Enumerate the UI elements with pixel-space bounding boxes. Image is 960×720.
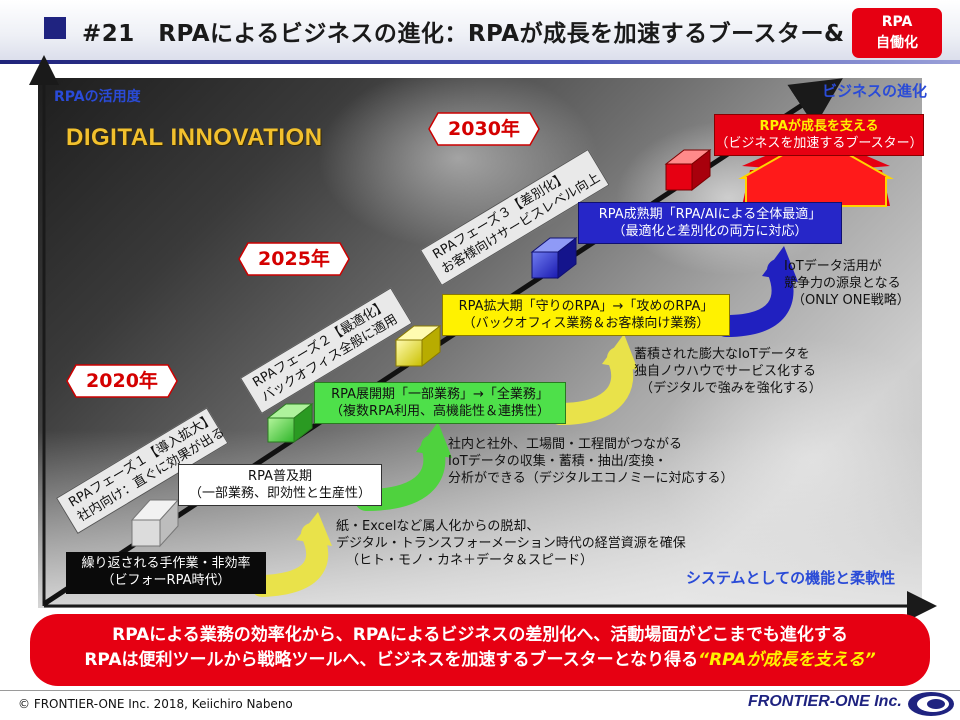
- note-digital-transformation: 紙・Excelなど属人化からの脱却、 デジタル・トランスフォーメーション時代の経…: [336, 518, 686, 569]
- digital-innovation-headline: DIGITAL INNOVATION: [66, 124, 323, 151]
- step-cube-green: [266, 402, 314, 444]
- stage-2-line-1: RPA展開期「一部業務」→「全業務」: [331, 387, 549, 402]
- frontier-one-logo-icon: [908, 692, 954, 716]
- note-3-line-1: IoTデータ活用が: [784, 259, 882, 274]
- header-rule: [0, 60, 960, 64]
- curve-arrow-blue-head: [762, 246, 798, 282]
- note-0-line-3: （ヒト・モノ・カネ＋データ＆スピード）: [346, 553, 594, 568]
- note-iot-connectivity: 社内と社外、工場間・工程間がつながる IoTデータの収集・蓄積・抽出/変換・ 分…: [448, 436, 733, 487]
- year-tag-2025: 2025年: [238, 242, 350, 276]
- curve-arrow-blue: [715, 259, 794, 337]
- curve-arrow-yellow-2: [549, 347, 634, 425]
- stage-rpa-adoption: RPA普及期 （一部業務、即効性と生産性）: [178, 464, 382, 506]
- stage-0-line-1: 繰り返される手作業・非効率: [81, 556, 251, 571]
- stage-rpa-maturity: RPA成熟期「RPA/AIによる全体最適」 （最適化と差別化の両方に対応）: [578, 202, 842, 244]
- step-cube-blue: [530, 236, 578, 280]
- curve-arrow-yellow-1-head: [296, 512, 332, 546]
- note-2-line-1: 蓄積された膨大なIoTデータを: [634, 347, 810, 362]
- message-line-2: RPAは便利ツールから戦略ツールへ、ビジネスを加速するブースターとなり得る“RP…: [30, 648, 930, 673]
- step-cube-yellow: [394, 324, 442, 368]
- note-1-line-2: IoTデータの収集・蓄積・抽出/変換・: [448, 454, 668, 469]
- note-2-line-3: （デジタルで強みを強化する）: [640, 381, 822, 396]
- curve-arrow-yellow-2-head: [602, 334, 638, 370]
- note-0-line-1: 紙・Excelなど属人化からの脱却、: [336, 519, 540, 534]
- footer-rule: [0, 690, 960, 691]
- slide-header: [0, 0, 960, 64]
- note-iot-service: 蓄積された膨大なIoTデータを 独自ノウハウでサービス化する （デジタルで強みを…: [634, 346, 822, 397]
- message-highlight: “RPAが成長を支える”: [698, 650, 876, 670]
- stage-1-line-2: （一部業務、即効性と生産性）: [188, 486, 371, 501]
- note-2-line-2: 独自ノウハウでサービス化する: [634, 364, 817, 379]
- stage-5-line-2: （ビジネスを加速するブースター）: [715, 136, 923, 151]
- copyright: © FRONTIER-ONE Inc. 2018, Keiichiro Nabe…: [18, 697, 293, 711]
- stage-4-line-1: RPA成熟期「RPA/AIによる全体最適」: [598, 207, 822, 222]
- year-2020-text: 2020年: [86, 370, 158, 392]
- message-line-1: RPAによる業務の効率化から、RPAによるビジネスの差別化へ、活動場面がどこまで…: [112, 625, 848, 645]
- stage-0-line-2: （ビフォーRPA時代）: [101, 573, 231, 588]
- y-axis-label: RPAの活用度: [54, 89, 141, 105]
- note-1-line-1: 社内と社外、工場間・工程間がつながる: [448, 437, 683, 452]
- stage-rpa-expansion: RPA展開期「一部業務」→「全業務」 （複数RPA利用、高機能性＆連携性）: [314, 382, 566, 424]
- stage-rpa-booster: RPAが成長を支える （ビジネスを加速するブースター）: [714, 114, 924, 156]
- year-2030-text: 2030年: [448, 118, 520, 140]
- rpa-badge: RPA 自働化: [852, 8, 942, 58]
- stage-rpa-growth: RPA拡大期「守りのRPA」→「攻めのRPA」 （バックオフィス業務＆お客様向け…: [442, 294, 730, 336]
- step-cube-white: [130, 498, 180, 548]
- x-axis-label: システムとしての機能と柔軟性: [686, 569, 896, 587]
- step-cube-red: [664, 148, 712, 192]
- year-tag-2020: 2020年: [66, 364, 178, 398]
- stage-2-line-2: （複数RPA利用、高機能性＆連携性）: [330, 404, 550, 419]
- note-3-line-3: （ONLY ONE戦略）: [792, 293, 910, 308]
- x-axis-top-label: ビジネスの進化: [822, 82, 928, 100]
- stage-3-line-2: （バックオフィス業務＆お客様向け業務）: [462, 316, 710, 331]
- boost-up-arrow-shape: [738, 134, 894, 207]
- header-square-icon: [44, 17, 66, 39]
- badge-line-2: 自働化: [876, 35, 918, 51]
- badge-line-1: RPA: [881, 14, 913, 30]
- key-message-banner: RPAによる業務の効率化から、RPAによるビジネスの差別化へ、活動場面がどこまで…: [30, 614, 930, 686]
- year-tag-2030: 2030年: [428, 112, 540, 146]
- company-name: FRONTIER-ONE Inc.: [748, 693, 902, 710]
- stage-4-line-2: （最適化と差別化の両方に対応）: [612, 224, 808, 239]
- stage-5-line-1: RPAが成長を支える: [759, 119, 879, 134]
- curve-arrow-green-head: [416, 422, 452, 458]
- slide-title: #21 RPAによるビジネスの進化：RPAが成長を加速するブースター&: [82, 21, 845, 47]
- stage-3-line-1: RPA拡大期「守りのRPA」→「攻めのRPA」: [458, 299, 714, 314]
- note-0-line-2: デジタル・トランスフォーメーション時代の経営資源を確保: [336, 536, 686, 551]
- stage-before-rpa: 繰り返される手作業・非効率 （ビフォーRPA時代）: [66, 552, 266, 594]
- message-line-2-main: RPAは便利ツールから戦略ツールへ、ビジネスを加速するブースターとなり得る: [84, 650, 699, 670]
- note-1-line-3: 分析ができる（デジタルエコノミーに対応する）: [448, 471, 734, 486]
- year-2025-text: 2025年: [258, 248, 330, 270]
- stage-1-line-1: RPA普及期: [248, 469, 312, 484]
- note-only-one: IoTデータ活用が 競争力の源泉となる （ONLY ONE戦略）: [784, 258, 910, 309]
- note-3-line-2: 競争力の源泉となる: [784, 276, 901, 291]
